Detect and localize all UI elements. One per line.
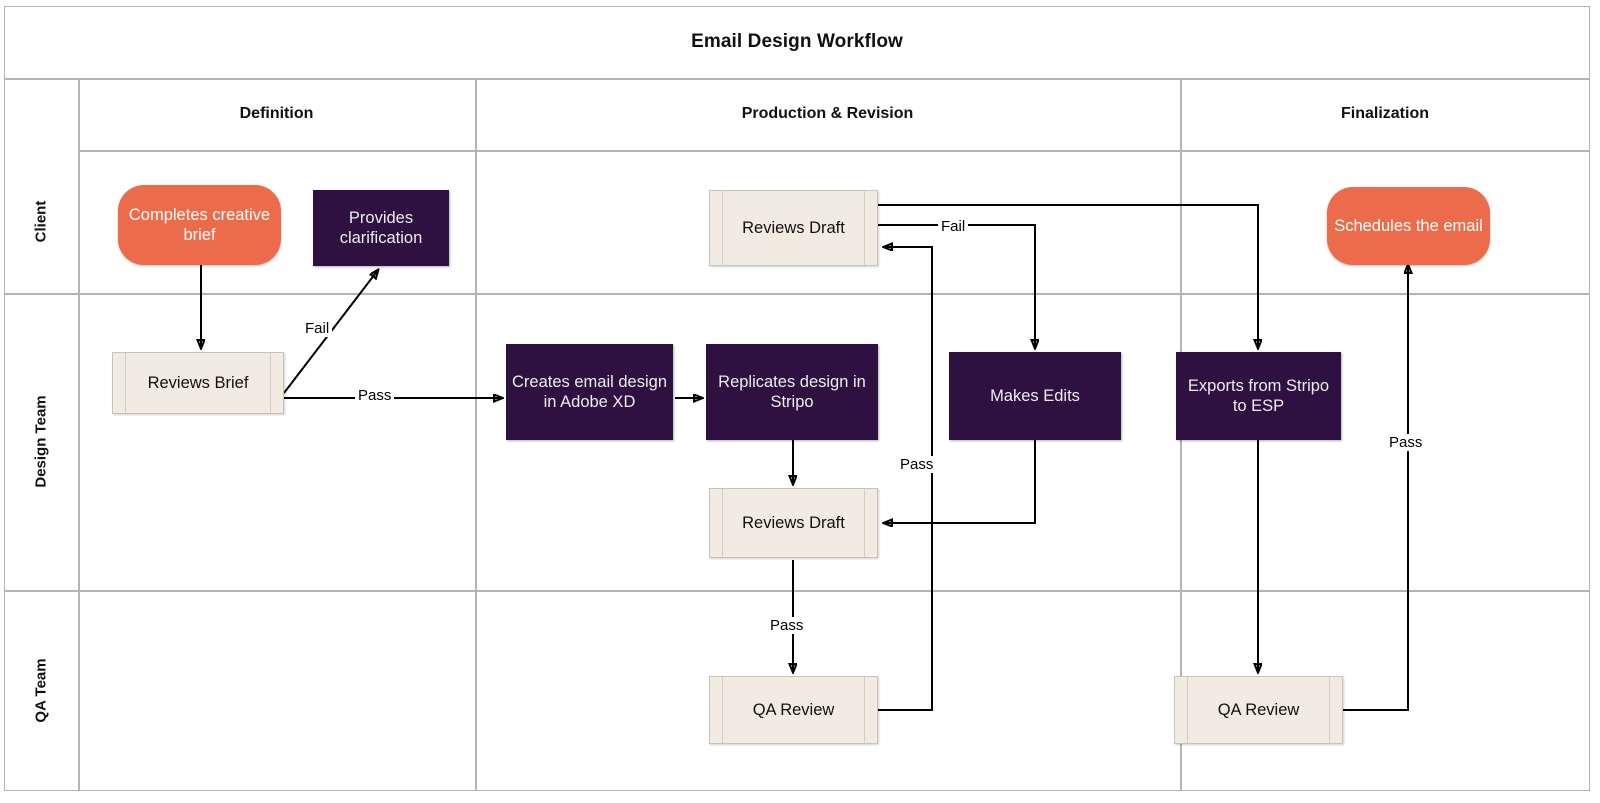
node-reviews-draft-design[interactable]: Reviews Draft [709,488,878,558]
node-reviews-draft-client[interactable]: Reviews Draft [709,190,878,266]
node-makes-edits[interactable]: Makes Edits [949,352,1121,440]
divider-title-bottom [4,78,1590,80]
node-label: Reviews Brief [147,373,249,392]
divider-lane-label-col [78,78,80,791]
edge-label-fail-brief: Fail [302,320,333,337]
node-qa-review-production[interactable]: QA Review [709,676,878,744]
lane-header-client: Client [4,150,78,293]
edge-label-pass-qa-client: Pass [897,456,937,473]
node-label: Schedules the email [1334,216,1483,235]
node-label: Provides clarification [339,208,423,247]
node-label: Makes Edits [990,386,1080,405]
lane-header-qa: QA Team [4,590,78,791]
node-exports-stripo-esp[interactable]: Exports from Stripo to ESP [1176,352,1341,440]
edge-label-pass-draft-qa: Pass [767,617,807,634]
node-label: QA Review [752,700,835,719]
lane-label-client: Client [32,200,50,243]
node-label: Exports from Stripo to ESP [1187,376,1330,415]
edge-label-pass-brief: Pass [355,387,395,404]
node-label: Creates email design in Adobe XD [512,372,667,411]
phase-header-production: Production & Revision [741,105,914,122]
edge-label-fail-client: Fail [938,218,969,235]
node-completes-creative-brief[interactable]: Completes creative brief [118,185,281,265]
edge-label-pass-final: Pass [1386,434,1426,451]
node-label: Reviews Draft [742,513,845,532]
node-label: QA Review [1217,700,1300,719]
node-schedules-the-email[interactable]: Schedules the email [1327,187,1490,265]
node-provides-clarification[interactable]: Provides clarification [313,190,449,266]
node-reviews-brief[interactable]: Reviews Brief [112,352,284,414]
node-replicates-design-stripo[interactable]: Replicates design in Stripo [706,344,878,440]
node-label: Replicates design in Stripo [718,372,866,411]
lane-header-design: Design Team [4,293,78,590]
node-qa-review-finalization[interactable]: QA Review [1174,676,1343,744]
divider-lane-design [4,590,1590,592]
divider-lane-client [4,293,1590,295]
divider-phase-bottom [78,150,1590,152]
phase-header-definition: Definition [239,105,314,122]
lane-label-design: Design Team [32,395,50,488]
page-title: Email Design Workflow [691,31,903,52]
node-creates-email-design[interactable]: Creates email design in Adobe XD [506,344,673,440]
node-label: Completes creative brief [128,205,271,244]
lane-label-qa: QA Team [32,658,50,723]
node-label: Reviews Draft [742,218,845,237]
divider-phase-1 [475,78,477,791]
phase-header-finalization: Finalization [1341,105,1429,122]
